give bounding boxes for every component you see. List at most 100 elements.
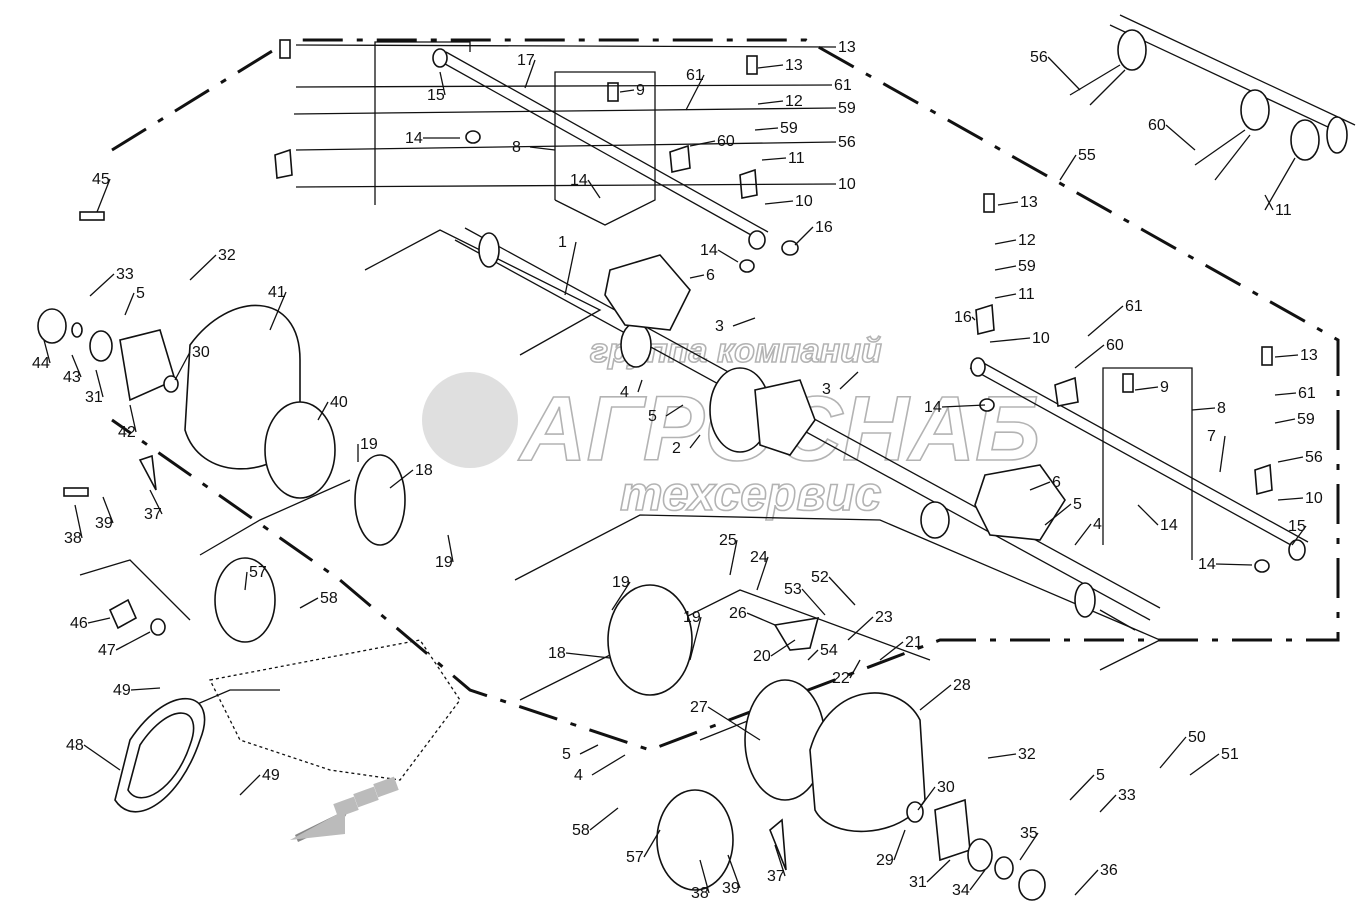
callout-number: 34 (952, 882, 970, 899)
callout-leader (1215, 563, 1253, 566)
callout-leader (102, 496, 114, 524)
callout-leader (994, 239, 1017, 245)
callout-leader (269, 291, 287, 331)
callout-49: 49 (239, 767, 280, 796)
callout-40: 40 (317, 394, 348, 421)
callout-number: 14 (405, 130, 423, 147)
callout-leader (1291, 525, 1307, 546)
callout-number: 39 (722, 880, 740, 897)
callout-leader (524, 59, 536, 89)
callout-12: 12 (757, 93, 803, 110)
callout-51: 51 (1189, 746, 1239, 776)
callout-leader (828, 576, 856, 606)
gearbox-and-belt (114, 639, 461, 842)
callout-5: 5 (1044, 496, 1082, 526)
callout-leader (1264, 194, 1274, 211)
callout-5: 5 (124, 285, 145, 316)
callout-number: 38 (64, 530, 82, 547)
callout-number: 28 (953, 677, 971, 694)
callout-61: 61 (685, 67, 705, 111)
callout-leader (794, 226, 814, 246)
callout-number: 11 (1275, 202, 1292, 219)
callout-number: 16 (815, 219, 833, 236)
watermark-leaf-icon (422, 372, 518, 468)
callout-15: 15 (1288, 518, 1307, 546)
callout-54: 54 (807, 642, 838, 661)
callout-leader (926, 859, 951, 883)
callout-leader (969, 869, 986, 891)
callout-20: 20 (753, 639, 796, 665)
callout-57: 57 (626, 829, 661, 866)
callout-leader (591, 754, 626, 776)
callout-leader (689, 140, 716, 147)
callout-number: 36 (1100, 862, 1118, 879)
callout-number: 59 (780, 120, 798, 137)
callout-number: 31 (85, 389, 103, 406)
callout-leader (879, 641, 904, 661)
callout-leader (839, 371, 859, 390)
callout-30: 30 (174, 344, 210, 381)
callout-number: 6 (1052, 474, 1061, 491)
callout-number: 4 (574, 767, 583, 784)
callout-number: 37 (144, 506, 162, 523)
callout-38: 38 (691, 859, 710, 902)
callout-leader (1274, 392, 1297, 396)
callout-11: 11 (761, 150, 805, 167)
callout-19: 19 (435, 534, 454, 571)
leader-frames (79, 41, 1193, 781)
callout-number: 49 (113, 682, 131, 699)
callout-number: 49 (262, 767, 280, 784)
callout-14: 14 (924, 399, 986, 416)
callout-number: 9 (636, 82, 645, 99)
callout-number: 44 (32, 355, 50, 372)
callout-number: 18 (415, 462, 433, 479)
callout-number: 5 (648, 408, 657, 425)
callout-leader (1137, 504, 1159, 526)
callout-number: 20 (753, 648, 771, 665)
callout-number: 47 (98, 642, 116, 659)
callout-14: 14 (405, 130, 460, 147)
callout-number: 19 (683, 609, 701, 626)
callout-leader (149, 489, 163, 515)
callout-number: 3 (715, 318, 724, 335)
callout-4: 4 (574, 754, 626, 784)
callout-leader (174, 351, 191, 381)
callout-16: 16 (954, 309, 976, 326)
callout-57: 57 (244, 564, 267, 591)
callout-number: 12 (785, 93, 803, 110)
callout-number: 58 (320, 590, 338, 607)
callout-number: 58 (572, 822, 590, 839)
callout-number: 6 (706, 267, 715, 284)
callout-number: 60 (717, 133, 735, 150)
callout-number: 5 (1073, 496, 1082, 513)
callout-leader (564, 241, 577, 296)
callout-number: 10 (1032, 330, 1050, 347)
callout-leader (761, 157, 787, 161)
callout-number: 61 (834, 77, 852, 94)
callout-number: 27 (690, 699, 708, 716)
callout-number: 23 (875, 609, 893, 626)
callout-leader (643, 829, 661, 858)
callout-leader (1074, 523, 1092, 546)
callout-number: 54 (820, 642, 838, 659)
callout-number: 10 (838, 176, 856, 193)
callout-number: 56 (838, 134, 856, 151)
callout-35: 35 (1019, 825, 1039, 861)
tine-shaft-lower (969, 357, 1309, 573)
callout-number: 33 (1118, 787, 1136, 804)
callout-leader (727, 854, 741, 889)
callout-number: 9 (1160, 379, 1169, 396)
callout-number: 14 (924, 399, 942, 416)
callout-59: 59 (754, 120, 798, 137)
callout-leader (1069, 774, 1095, 801)
callout-leader (439, 71, 446, 96)
callout-leader (685, 74, 705, 111)
callout-21: 21 (879, 634, 923, 661)
callout-61: 61 (295, 77, 852, 94)
callout-number: 14 (1198, 556, 1216, 573)
callout-leader (756, 556, 769, 591)
callout-leader (71, 354, 82, 378)
callout-10: 10 (989, 330, 1050, 347)
callout-leader (579, 744, 599, 755)
callout-number: 4 (620, 384, 629, 401)
